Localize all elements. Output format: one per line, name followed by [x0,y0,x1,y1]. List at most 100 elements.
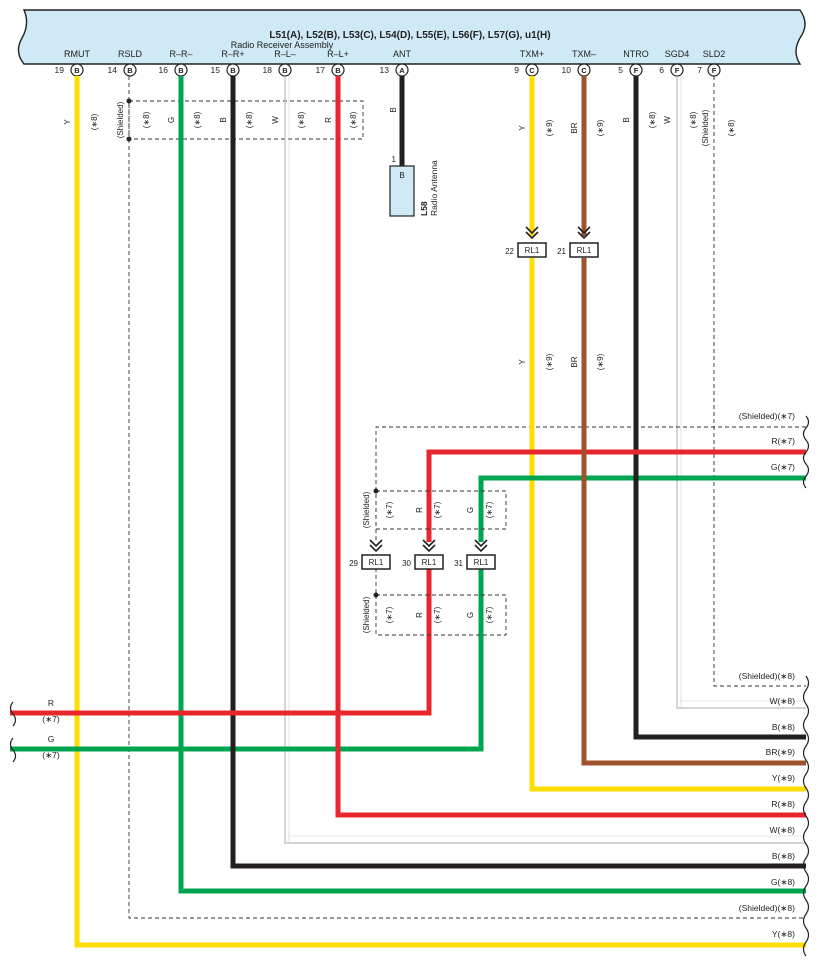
shield-box-rl1-lower [375,594,507,636]
wire-label: R [415,507,424,513]
wire-label: W [271,116,280,124]
radio-receiver-header: L51(A), L52(B), L53(C), L54(D), L55(E), … [17,9,806,65]
pin-connector [123,63,137,77]
shield-dot [373,592,379,598]
wire-rl1-r-lower [10,569,432,716]
chevron-down-icon [474,539,488,553]
wire-label-note: (∗8) [245,111,254,128]
pin-number: 13 [380,65,390,75]
left-label: R [48,698,54,708]
pin-connector-letter: A [399,66,405,75]
pin-connector-letter: C [581,66,587,75]
pin-number: 14 [108,65,118,75]
wire-rl1-g-lower [10,569,484,752]
pin-number: 7 [697,65,702,75]
pin-connector-letter: B [282,66,288,75]
wire-label-note: (∗8) [142,111,151,128]
pin-name: R–L+ [327,49,349,59]
pin-connector-letter: B [335,66,341,75]
pin-connector-letter: B [127,66,133,75]
chevron-down-icon [369,539,383,553]
wire-rmut-y [74,76,806,948]
pin-number: 17 [316,65,326,75]
junction-box [466,554,496,570]
wire-rl1-r-upper [426,449,806,542]
wire-label: W [663,116,672,124]
right-labels: (Shielded)(∗7) R(∗7) G(∗7) (Shielded)(∗8… [739,411,795,939]
junction-label: RL1 [577,246,592,255]
wire-label-note: (∗8) [689,111,698,128]
wire-label-note: (∗9) [596,353,605,370]
wire-sld2-shielded [713,76,806,687]
pin-connector-letter: B [74,66,80,75]
junction-box [361,554,391,570]
wire-label: B [219,117,228,122]
wire-label-note: (∗8) [297,111,306,128]
shield-label-note: (∗7) [385,501,394,518]
wire-label: Y [63,119,72,125]
pin-connector-letter: F [634,66,639,75]
component-label: Radio Receiver Assembly [231,40,334,50]
junction-box [569,242,599,258]
shield-label-note: (∗7) [385,606,394,623]
pin-name: R–L– [274,49,296,59]
wire-sgd4-w [676,76,806,709]
pin-name: TXM– [572,49,596,59]
right-label: R(∗7) [771,436,795,446]
wire-rl-minus-w [284,76,806,844]
antenna-name: Radio Antenna [429,160,439,216]
break-mark-left [9,701,17,727]
wire-label-note: (∗8) [648,111,657,128]
junction-rl1-22: RL1 22 [505,226,547,258]
wire-label: (Shielded) [116,101,125,138]
radio-antenna: 1 B L58 Radio Antenna [389,155,439,217]
junction-label: RL1 [422,558,437,567]
pin-connector-letter: F [675,66,680,75]
wire-label: G [167,117,176,123]
wire-rsld-shielded [128,76,806,919]
right-label: R(∗8) [771,799,795,809]
wire-rl-plus-r [335,76,806,818]
break-mark-right [802,675,810,957]
left-label-note: (∗7) [42,714,60,724]
wire-label-note: (∗8) [193,111,202,128]
chevron-down-icon [422,539,436,553]
break-mark-left [9,737,17,763]
pin-name: RMUT [64,49,90,59]
pin-name: ANT [393,49,412,59]
junction-rl1-30: RL1 30 [402,539,444,570]
junction-rl1-31: RL1 31 [454,539,496,570]
shield-label: (Shielded) [362,596,371,633]
wire-sgd4-w-inner [676,76,806,709]
wire-label: G [466,612,475,618]
wire-label-note: (∗7) [433,606,442,623]
break-mark-right [802,415,810,489]
wire-label-note: (∗7) [433,501,442,518]
shield-box-rl1-upper [375,490,507,530]
pin-number: 18 [263,65,273,75]
junction-label: RL1 [525,246,540,255]
junction-label: RL1 [369,558,384,567]
left-label-note: (∗7) [42,750,60,760]
wire-txm-minus-br-lower [581,258,806,766]
pin-number: 16 [159,65,169,75]
junction-rl1-21: RL1 21 [557,226,599,258]
pin-name: SGD4 [665,49,690,59]
junction-pin: 29 [349,559,358,568]
wire-label: Y [518,359,527,365]
right-label: (Shielded)(∗8) [739,671,795,681]
wire-rl-minus-w-inner [284,76,806,844]
pin-number: 19 [55,65,65,75]
pin-number: 5 [618,65,623,75]
pin-name: R–R– [169,49,192,59]
wire-label-note: (∗9) [596,119,605,136]
shield-label: (Shielded) [362,491,371,528]
junction-rl1-29: RL1 29 [349,539,391,570]
header-body [17,9,806,65]
wire-rl1-shield-upper [375,426,806,542]
junction-pin: 22 [505,247,514,256]
wire-label: BR [570,122,579,133]
pin-ant: ANT 13 A [380,49,412,77]
wire-rr-plus-b [230,76,806,869]
